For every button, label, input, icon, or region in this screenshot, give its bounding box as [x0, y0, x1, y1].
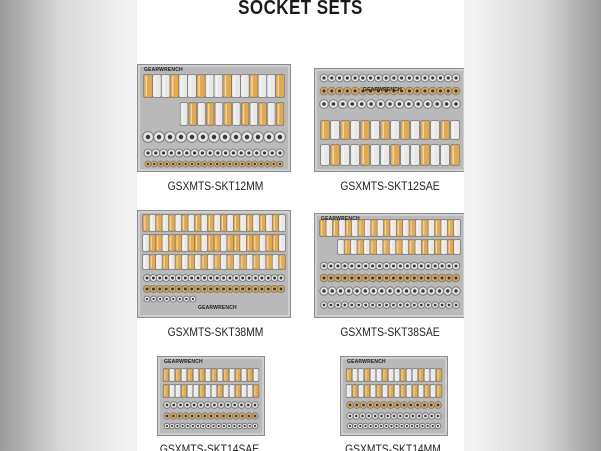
page-title: SOCKET SETS — [238, 0, 363, 19]
brand-logo: GEARWRENCH — [144, 67, 183, 73]
socket-tray-image: GEARWRENCH — [314, 68, 464, 172]
socket-illustration — [345, 368, 443, 430]
product-label: GSXMTS-SKT38SAE — [340, 325, 440, 339]
product-sheet: SOCKET SETS GEARWRENCH GSXMTS-SKT12MM GE… — [137, 0, 464, 451]
product-label: GSXMTS-SKT38MM — [167, 325, 264, 339]
brand-logo: GEARWRENCH — [198, 305, 237, 311]
product-label: GSXMTS-SKT14MM — [345, 442, 441, 451]
socket-illustration — [319, 73, 461, 166]
socket-tray-image: GEARWRENCH — [137, 210, 291, 318]
socket-tray-image: GEARWRENCH — [137, 64, 291, 172]
socket-tray-image: GEARWRENCH — [314, 213, 464, 318]
brand-logo: GEARWRENCH — [164, 359, 203, 365]
product-label: GSXMTS-SKT12SAE — [340, 179, 440, 193]
product-label: GSXMTS-SKT14SAE — [159, 442, 260, 451]
socket-illustration — [319, 219, 461, 309]
brand-logo: GEARWRENCH — [347, 359, 386, 365]
socket-illustration — [142, 214, 286, 303]
brand-logo: GEARWRENCH — [321, 216, 360, 222]
product-label: GSXMTS-SKT12MM — [167, 179, 264, 193]
socket-illustration — [142, 74, 286, 168]
socket-tray-image: GEARWRENCH — [340, 356, 448, 436]
brand-logo: GEARWRENCH — [363, 87, 402, 93]
socket-tray-image: GEARWRENCH — [157, 356, 265, 436]
socket-illustration — [162, 368, 260, 430]
